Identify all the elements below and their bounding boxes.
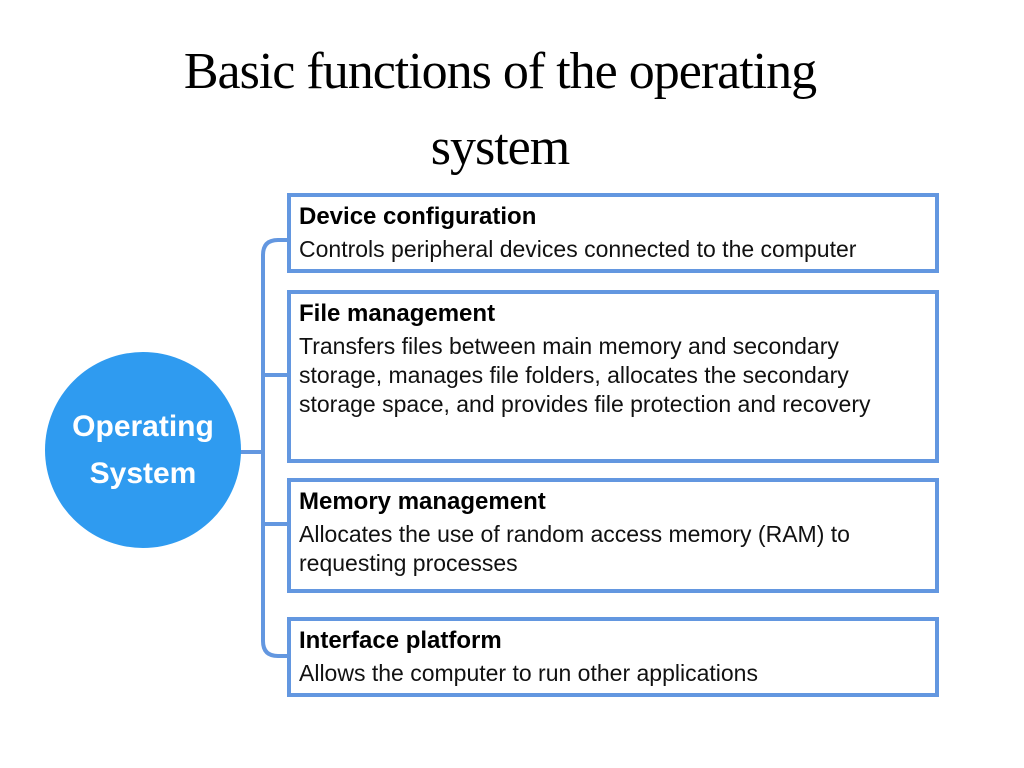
hub-label-line-1: Operating (72, 410, 214, 443)
function-box-title: Interface platform (299, 627, 502, 654)
connector-bracket (261, 238, 287, 658)
hub-label-line-2: System (89, 457, 197, 490)
operating-system-node: Operating System (45, 352, 241, 548)
function-box-description: Allows the computer to run other applica… (299, 660, 758, 686)
slide-title-line-1: Basic functions of the operating (183, 43, 817, 100)
function-box-title: File management (299, 300, 496, 327)
function-box-description: Allocates the use of random access memor… (299, 521, 850, 576)
function-box-memory-management: Memory management Allocates the use of r… (287, 478, 939, 593)
function-box-file-management: File management Transfers files between … (287, 290, 939, 463)
function-box-description: Transfers files between main memory and … (299, 333, 871, 417)
function-box-title: Device configuration (299, 203, 537, 230)
function-box-title: Memory management (299, 488, 546, 515)
slide-title: Basic functions of the operating system (30, 34, 970, 186)
function-box-interface-platform: Interface platform Allows the computer t… (287, 617, 939, 697)
slide-title-line-2: system (430, 119, 570, 176)
function-box-description: Controls peripheral devices connected to… (299, 236, 857, 262)
function-box-device-configuration: Device configuration Controls peripheral… (287, 193, 939, 273)
